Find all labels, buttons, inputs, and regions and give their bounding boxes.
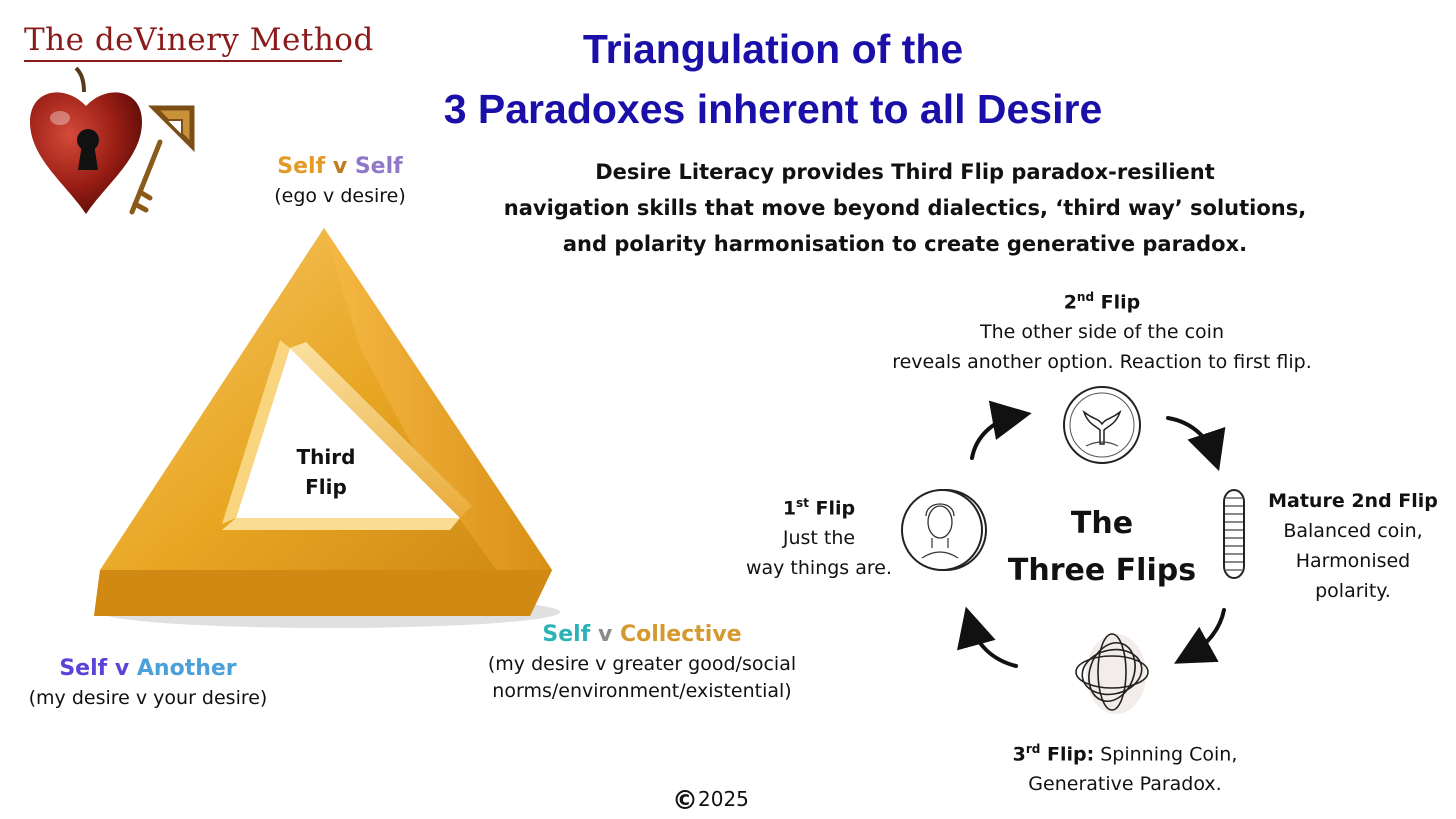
- second-flip-label: 2nd Flip The other side of the coin reve…: [892, 290, 1312, 374]
- third-flip-center-label: Third Flip: [296, 445, 356, 499]
- page-title-line2: 3 Paradoxes inherent to all Desire: [443, 86, 1103, 132]
- label-self-v-self: Self v Self (ego v desire): [274, 154, 406, 207]
- copyright-year: 2025: [698, 787, 749, 811]
- apple-heart-icon: [30, 66, 142, 214]
- copyright: ©2025: [672, 786, 749, 816]
- face-coin-icon: [901, 489, 987, 571]
- label-self-v-another: Self v Another (my desire v your desire): [28, 656, 268, 709]
- intro-line: navigation skills that move beyond diale…: [503, 196, 1307, 220]
- intro-line: Desire Literacy provides Third Flip para…: [595, 160, 1215, 184]
- coin-edge-icon: [1223, 489, 1245, 579]
- mature-second-flip-label: Mature 2nd Flip Balanced coin, Harmonise…: [1268, 490, 1438, 602]
- arrow-curve-icon: [957, 400, 1226, 668]
- label-self-v-collective: Self v Collective (my desire v greater g…: [487, 622, 797, 702]
- copyright-icon: ©: [672, 786, 698, 816]
- page-title-line1: Triangulation of the: [582, 26, 964, 72]
- first-flip-label: 1st Flip Just the way things are.: [745, 496, 893, 580]
- key-icon: [129, 105, 195, 215]
- spinning-coin-icon: [1075, 633, 1149, 714]
- third-flip-label: 3rd Flip: Spinning Coin, Generative Para…: [1012, 742, 1238, 796]
- whale-tail-coin-icon: [1063, 386, 1141, 464]
- brand-title: The deVinery Method: [24, 22, 374, 58]
- intro-text: Desire Literacy provides Third Flip para…: [470, 154, 1340, 262]
- intro-line: and polarity harmonisation to create gen…: [562, 232, 1248, 256]
- brand-underline: [24, 60, 342, 62]
- impossible-triangle: [94, 228, 560, 628]
- three-flips-center-title: The Three Flips: [1007, 506, 1197, 588]
